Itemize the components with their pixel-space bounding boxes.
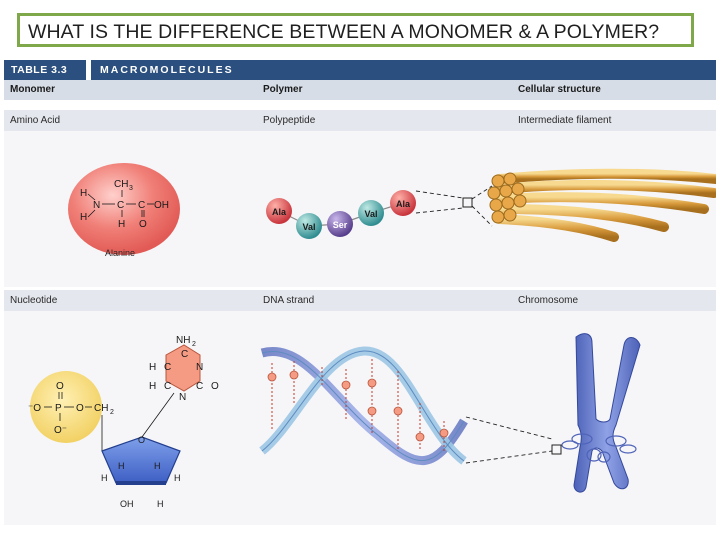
svg-text:H: H <box>118 461 125 471</box>
svg-text:CH: CH <box>94 403 108 414</box>
table-banner: TABLE 3.3 MACROMOLECULES <box>4 60 716 80</box>
svg-text:2: 2 <box>110 409 114 416</box>
svg-text:N: N <box>196 362 203 373</box>
svg-text:H: H <box>101 473 108 483</box>
bead-label: Ser <box>333 220 348 230</box>
row-structure-label: Chromosome <box>518 295 579 306</box>
svg-text:⁻O: ⁻O <box>28 403 41 414</box>
dna-helix-icon <box>259 346 562 465</box>
polypeptide-chain-icon: Ala Val Ser Val Ala <box>266 190 473 239</box>
svg-text:O⁻: O⁻ <box>54 425 67 436</box>
column-header-polymer: Polymer <box>263 84 303 95</box>
svg-text:C: C <box>196 381 203 392</box>
svg-text:C: C <box>181 349 188 360</box>
column-header-structure: Cellular structure <box>518 84 601 95</box>
svg-text:OH: OH <box>120 499 134 509</box>
svg-text:OH: OH <box>154 200 169 211</box>
table-row: Amino Acid Polypeptide Intermediate fila… <box>4 110 716 131</box>
row-structure-label: Intermediate filament <box>518 115 612 126</box>
svg-text:H: H <box>80 212 87 223</box>
intermediate-filament-icon <box>471 168 716 242</box>
alanine-caption: Alanine <box>105 248 135 258</box>
column-header-monomer: Monomer <box>10 84 55 95</box>
svg-text:H: H <box>154 461 161 471</box>
bead-label: Val <box>302 222 315 232</box>
svg-text:H: H <box>174 473 181 483</box>
chromosome-icon <box>561 333 641 493</box>
svg-text:2: 2 <box>192 341 196 348</box>
svg-text:CH: CH <box>114 179 128 190</box>
table-number: TABLE 3.3 <box>11 64 68 76</box>
row-polymer-label: DNA strand <box>263 295 315 306</box>
svg-text:O: O <box>139 219 147 230</box>
svg-text:H: H <box>118 219 125 230</box>
table-name: MACROMOLECULES <box>100 64 234 76</box>
svg-text:P: P <box>55 403 62 414</box>
svg-text:C: C <box>117 200 124 211</box>
row-monomer-label: Nucleotide <box>10 295 58 306</box>
svg-text:H: H <box>80 188 87 199</box>
svg-text:H: H <box>149 362 156 373</box>
row-polymer-label: Polypeptide <box>263 115 316 126</box>
bead-label: Ala <box>272 207 287 217</box>
svg-text:O: O <box>211 381 219 392</box>
row-monomer-label: Amino Acid <box>10 115 61 126</box>
svg-text:C: C <box>164 381 171 392</box>
svg-text:3: 3 <box>129 185 133 192</box>
slide-title: WHAT IS THE DIFFERENCE BETWEEN A MONOMER… <box>28 21 660 43</box>
bead-label: Ala <box>396 199 411 209</box>
bead-label: Val <box>364 209 377 219</box>
slide-title-box: WHAT IS THE DIFFERENCE BETWEEN A MONOMER… <box>17 13 694 47</box>
svg-text:NH: NH <box>176 335 190 346</box>
svg-text:O: O <box>56 381 64 392</box>
header-divider <box>4 100 716 102</box>
table-header-row: Monomer Polymer Cellular structure <box>4 80 716 100</box>
banner-separator <box>86 60 91 80</box>
svg-text:O: O <box>76 403 84 414</box>
svg-text:C: C <box>164 362 171 373</box>
svg-text:H: H <box>157 499 164 509</box>
table-row: Nucleotide DNA strand Chromosome <box>4 290 716 311</box>
svg-text:N: N <box>93 200 100 211</box>
svg-text:N: N <box>179 392 186 403</box>
svg-text:C: C <box>138 200 145 211</box>
svg-text:H: H <box>149 381 156 392</box>
svg-text:O: O <box>138 435 145 445</box>
